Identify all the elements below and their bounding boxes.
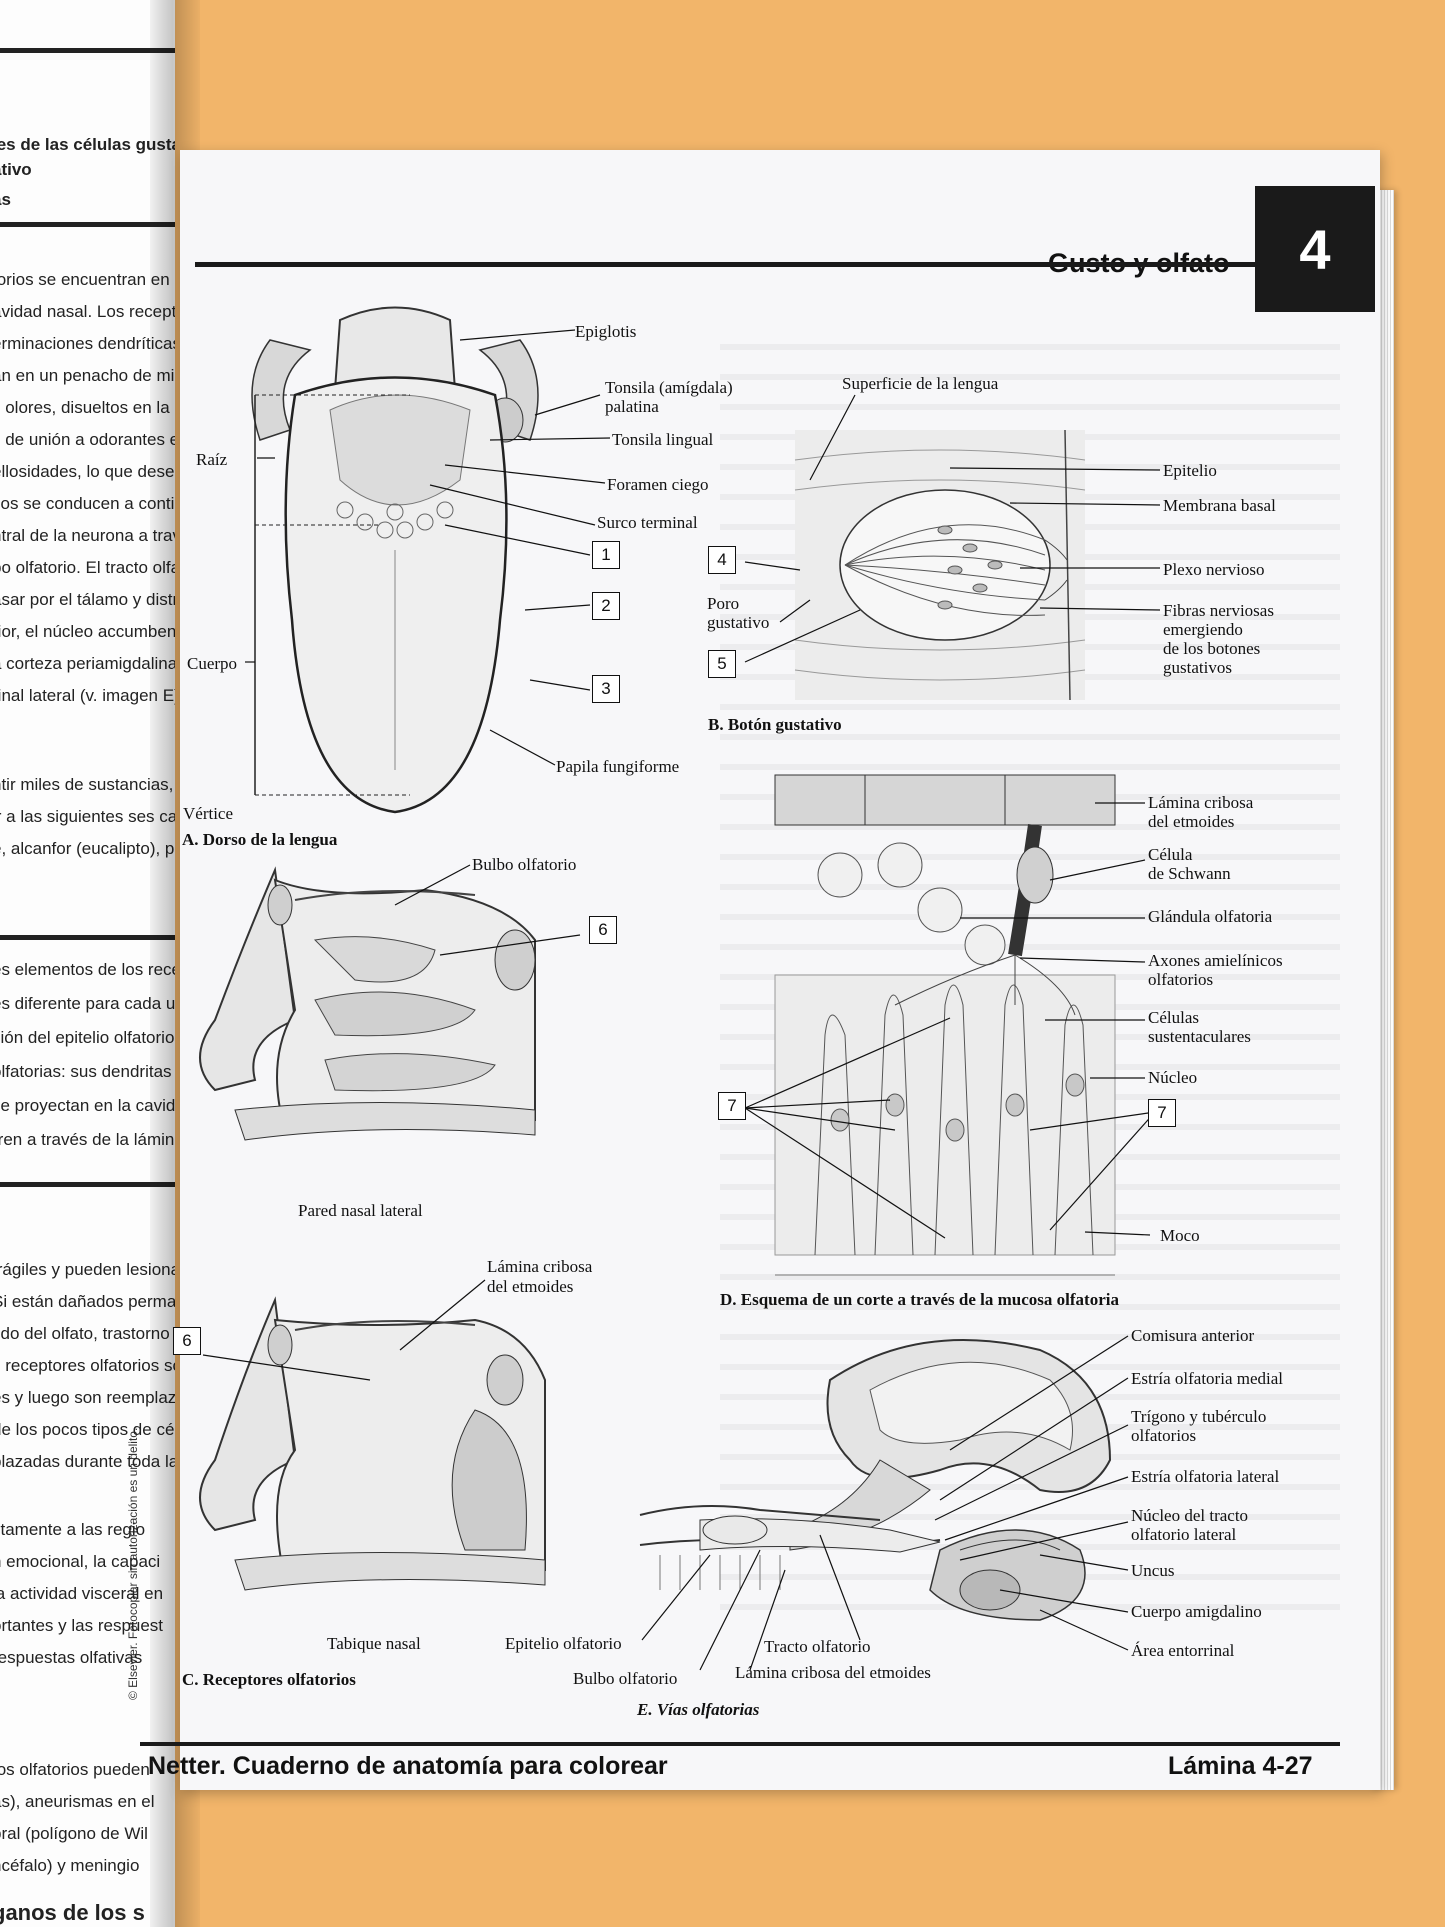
label-nucleo-tracto: Núcleo del tracto: [1131, 1506, 1248, 1525]
label-comisura-anterior: Comisura anterior: [1131, 1326, 1254, 1345]
label-cuerpo-amigdalino: Cuerpo amigdalino: [1131, 1602, 1262, 1621]
label-tracto-olfatorio: Tracto olfatorio: [764, 1637, 871, 1656]
label-area-entorrinal: Área entorrinal: [1131, 1641, 1234, 1660]
label-epitelio-olfatorio: Epitelio olfatorio: [505, 1634, 622, 1653]
footer-plate-number: Lámina 4-27: [1168, 1752, 1313, 1781]
footer-rule: [140, 1742, 1340, 1746]
label-trigono-tuberculo: Trígono y tubérculo: [1131, 1407, 1266, 1426]
footer-book-title: Netter. Cuaderno de anatomía para colore…: [148, 1752, 668, 1781]
caption-panel-e: E. Vías olfatorias: [637, 1700, 759, 1720]
label-estria-olfatoria-medial: Estría olfatoria medial: [1131, 1369, 1283, 1388]
label-estria-olfatoria-lateral: Estría olfatoria lateral: [1131, 1467, 1279, 1486]
label-nucleo-tracto-2: olfatorio lateral: [1131, 1525, 1236, 1544]
label-trigono-tuberculo-2: olfatorios: [1131, 1426, 1196, 1445]
label-uncus: Uncus: [1131, 1561, 1174, 1580]
label-lamina-cribosa-etmoides: Lámina cribosa del etmoides: [735, 1663, 931, 1682]
label-bulbo-olfatorio-e: Bulbo olfatorio: [573, 1669, 677, 1688]
